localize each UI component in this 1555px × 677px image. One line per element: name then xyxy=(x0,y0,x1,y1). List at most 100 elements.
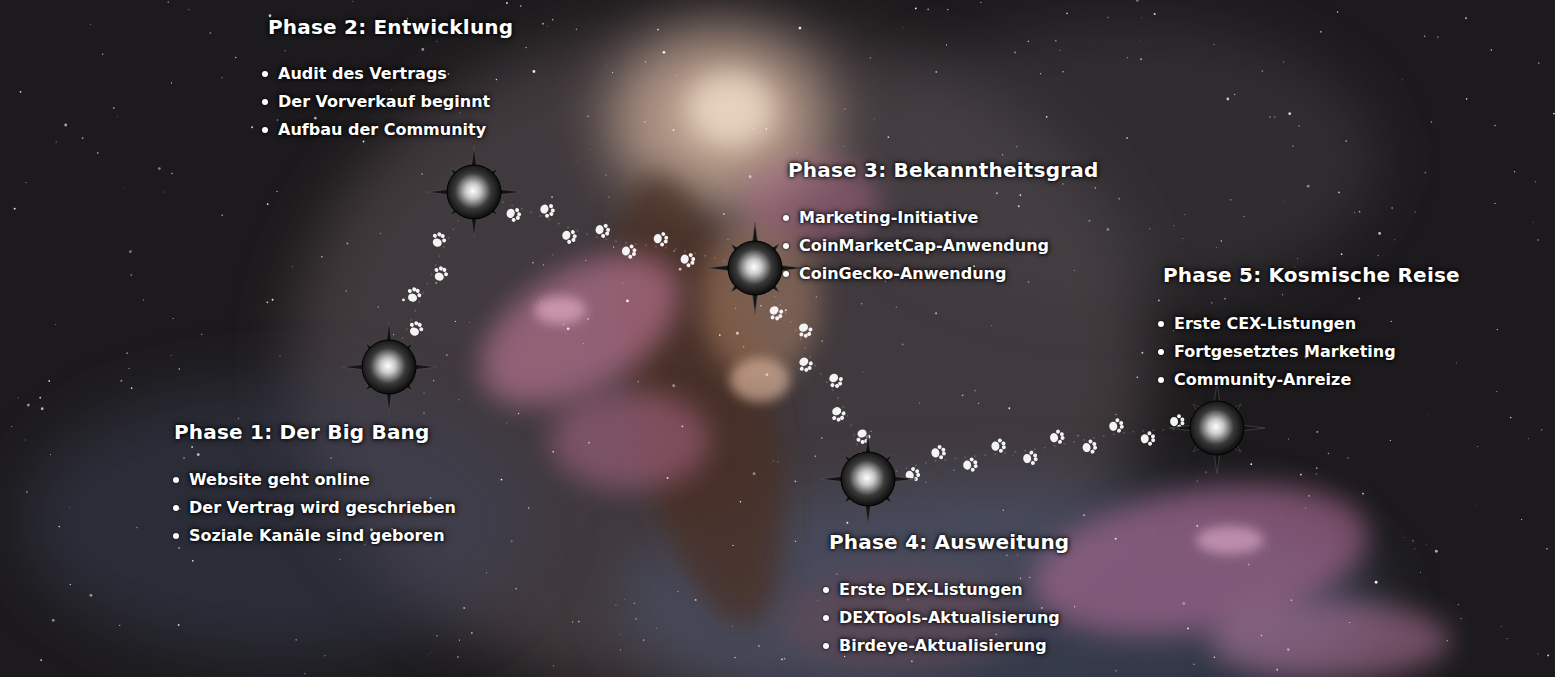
star xyxy=(870,57,872,59)
star xyxy=(735,308,736,309)
star xyxy=(314,117,317,120)
star xyxy=(116,116,118,118)
star xyxy=(324,655,326,657)
paw-toe xyxy=(419,327,424,332)
star xyxy=(797,151,799,153)
star xyxy=(846,522,848,524)
paw-toe xyxy=(440,233,445,238)
bullet-dot xyxy=(823,615,829,621)
paw-toe xyxy=(632,252,636,256)
paw-pad xyxy=(653,234,662,244)
star xyxy=(1250,463,1252,465)
star xyxy=(760,305,762,307)
paw-toe xyxy=(841,411,846,416)
milestone-text: Audit des Vertrags xyxy=(278,62,447,86)
paw-toe xyxy=(1033,457,1038,462)
paw-pad xyxy=(431,237,443,248)
star xyxy=(1527,438,1529,440)
star xyxy=(795,480,797,482)
star xyxy=(1154,13,1156,15)
star xyxy=(1425,172,1427,174)
milestone-text: Soziale Kanäle sind geboren xyxy=(189,524,445,548)
paw-pad xyxy=(680,254,690,265)
star xyxy=(238,418,239,419)
paw-toe xyxy=(973,464,977,468)
paw-pad xyxy=(1049,432,1059,443)
star xyxy=(542,23,544,25)
star xyxy=(1541,429,1542,430)
star xyxy=(1447,640,1448,641)
star xyxy=(1279,517,1281,519)
bullet-dot xyxy=(823,643,829,649)
star xyxy=(1426,544,1428,546)
paw-toe xyxy=(686,263,691,268)
star xyxy=(732,545,733,546)
phase-marker: Phase 1: Der Big BangWebsite geht online… xyxy=(361,339,417,395)
star xyxy=(1532,221,1534,223)
star xyxy=(1375,581,1378,584)
paw-toe xyxy=(1031,461,1036,466)
milestone-row: Fortgesetztes Marketing xyxy=(1158,338,1396,366)
star xyxy=(1014,52,1016,54)
star xyxy=(143,299,144,300)
star xyxy=(626,300,629,303)
bullet-dot xyxy=(1158,377,1164,383)
paw-toe xyxy=(1090,449,1095,454)
star xyxy=(179,368,181,370)
paw-toe xyxy=(1180,417,1184,421)
star xyxy=(785,309,787,311)
star xyxy=(816,296,817,297)
paw-pad xyxy=(621,246,630,256)
star xyxy=(515,588,517,590)
star xyxy=(588,442,590,444)
paw-toe xyxy=(515,208,520,213)
star xyxy=(947,9,949,11)
paw-pad xyxy=(798,322,810,333)
orb-symbol xyxy=(840,451,896,507)
paw-toe xyxy=(691,257,696,262)
star xyxy=(1107,17,1108,18)
paw-toe xyxy=(834,383,840,389)
star xyxy=(209,32,211,34)
star xyxy=(1458,604,1459,605)
star xyxy=(1316,431,1318,433)
orb-sphere xyxy=(362,340,416,394)
star xyxy=(1269,116,1270,117)
star xyxy=(1390,440,1391,441)
phase-heading: Phase 3: Bekanntheitsgrad xyxy=(788,158,1098,182)
star xyxy=(1074,606,1075,607)
paw-print xyxy=(904,466,922,484)
paw-toe xyxy=(664,239,668,243)
paw-toe xyxy=(941,448,946,453)
paw-pad xyxy=(931,448,940,458)
phase-marker: Phase 4: AusweitungErste DEX-ListungenDE… xyxy=(840,451,896,507)
star xyxy=(657,29,659,31)
paw-toe xyxy=(937,445,942,450)
paw-pad xyxy=(1109,421,1118,431)
star xyxy=(974,390,975,391)
star xyxy=(168,2,169,3)
milestone-list: Website geht onlineDer Vertrag wird gesc… xyxy=(173,466,456,550)
paw-toe xyxy=(1151,438,1155,442)
star xyxy=(1115,414,1116,415)
paw-toe xyxy=(417,293,422,298)
star xyxy=(1428,414,1430,416)
star xyxy=(1261,635,1262,636)
star xyxy=(1083,514,1085,516)
star xyxy=(430,652,432,654)
star xyxy=(423,412,424,413)
star xyxy=(953,470,954,471)
orb-symbol xyxy=(727,240,783,296)
star xyxy=(459,112,460,113)
star xyxy=(1391,321,1392,322)
paw-toe xyxy=(1056,429,1061,434)
trail-connector xyxy=(896,429,1189,471)
star xyxy=(861,303,863,305)
star xyxy=(679,268,682,271)
milestone-list: Erste DEX-ListungenDEXTools-Aktualisieru… xyxy=(823,576,1060,660)
star xyxy=(1214,44,1215,45)
star xyxy=(1494,203,1495,204)
star xyxy=(624,598,626,600)
star xyxy=(1137,377,1138,378)
